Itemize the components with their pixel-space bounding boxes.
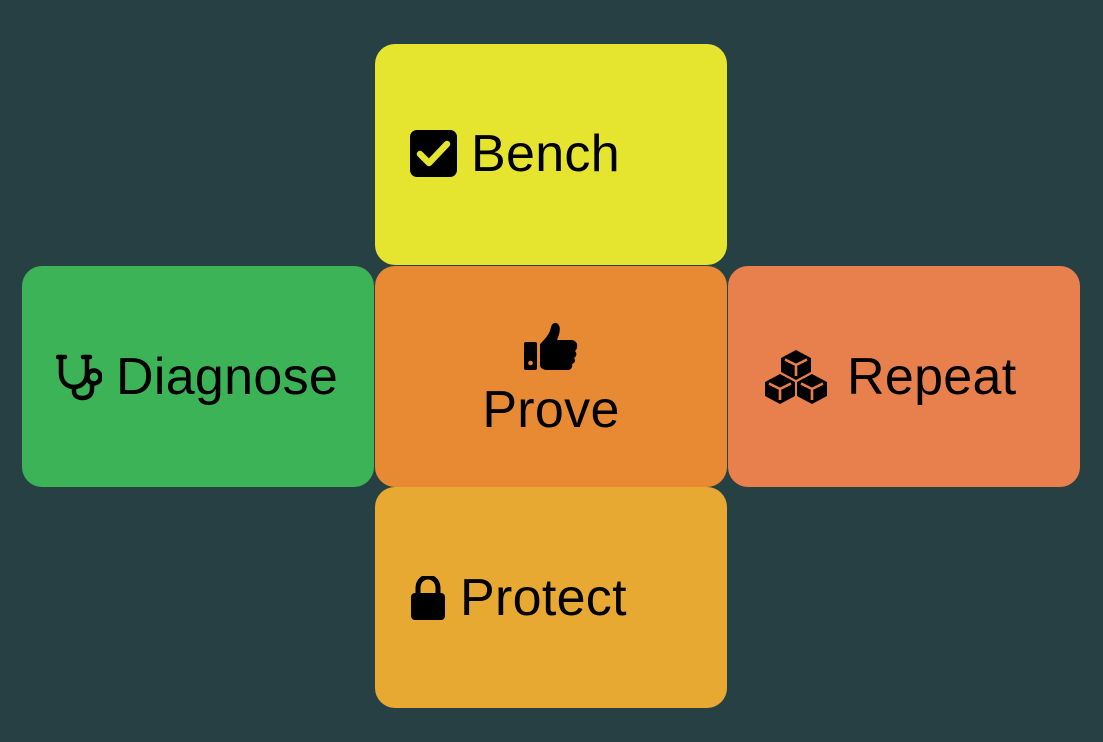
tile-repeat-label: Repeat <box>847 347 1017 406</box>
tile-prove[interactable]: Prove <box>375 266 727 487</box>
tile-diagnose-label: Diagnose <box>116 347 339 406</box>
tile-bench[interactable]: Bench <box>375 44 727 265</box>
tile-protect-label: Protect <box>460 568 627 627</box>
checkbox-checked-icon <box>410 130 457 177</box>
tile-prove-label: Prove <box>482 380 620 439</box>
stethoscope-icon <box>56 353 102 401</box>
tile-bench-label: Bench <box>471 124 620 183</box>
cubes-icon <box>763 349 829 404</box>
tile-diagnose[interactable]: Diagnose <box>22 266 374 487</box>
thumbs-up-icon <box>523 322 579 374</box>
lock-icon <box>410 575 446 620</box>
tile-repeat[interactable]: Repeat <box>728 266 1080 487</box>
tile-protect[interactable]: Protect <box>375 487 727 708</box>
